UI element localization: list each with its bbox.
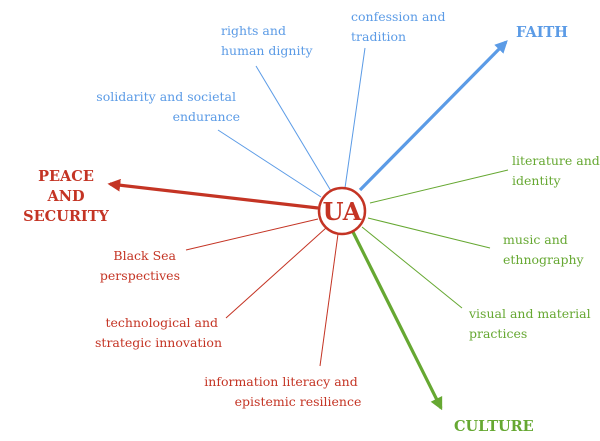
peace-and-security-label-line1: PEACE	[38, 168, 94, 185]
spoke-solidarity-and-societal-endurance	[217, 129, 322, 198]
peace-and-security-label-line3: SECURITY	[23, 208, 109, 225]
culture-arrow	[351, 231, 443, 411]
topic-information-literacy-and-epistemic-resilience: information literacy and epistemic resil…	[204, 374, 361, 409]
spoke-information-literacy-and-epistemic-resilience	[319, 233, 339, 367]
topic-solidarity-and-societal-endurance: solidarity and societal endurance	[96, 89, 240, 124]
topic-technological-and-strategic-innovation: technological and strategic innovation	[95, 315, 222, 350]
spoke-confession-and-tradition	[344, 47, 366, 189]
faith-arrow	[358, 40, 508, 192]
topic-music-and-ethnography: music and ethnography	[503, 232, 585, 267]
peace-and-security-label-line2: AND	[46, 188, 84, 205]
spoke-visual-and-material-practices	[361, 226, 463, 309]
center-node-circle	[317, 186, 367, 236]
topic-visual-and-material-practices: visual and material practices	[468, 306, 595, 341]
spoke-technological-and-strategic-innovation	[225, 227, 327, 319]
faith-label: FAITH	[516, 24, 568, 41]
peace-and-security-arrow	[107, 178, 319, 210]
topic-literature-and-identity: literature and identity	[512, 153, 600, 188]
spoke-rights-and-human-dignity	[255, 65, 332, 192]
culture-label: CULTURE	[454, 418, 534, 435]
center-node-label: UA	[323, 197, 362, 226]
spoke-black-sea-perspectives	[185, 218, 319, 251]
topic-rights-and-human-dignity: rights and human dignity	[221, 23, 314, 58]
spoke-literature-and-identity	[369, 169, 509, 204]
spoke-music-and-ethnography	[367, 217, 491, 249]
topic-confession-and-tradition: confession and tradition	[351, 9, 449, 44]
topic-black-sea-perspectives: Black Sea perspectives	[100, 248, 180, 283]
